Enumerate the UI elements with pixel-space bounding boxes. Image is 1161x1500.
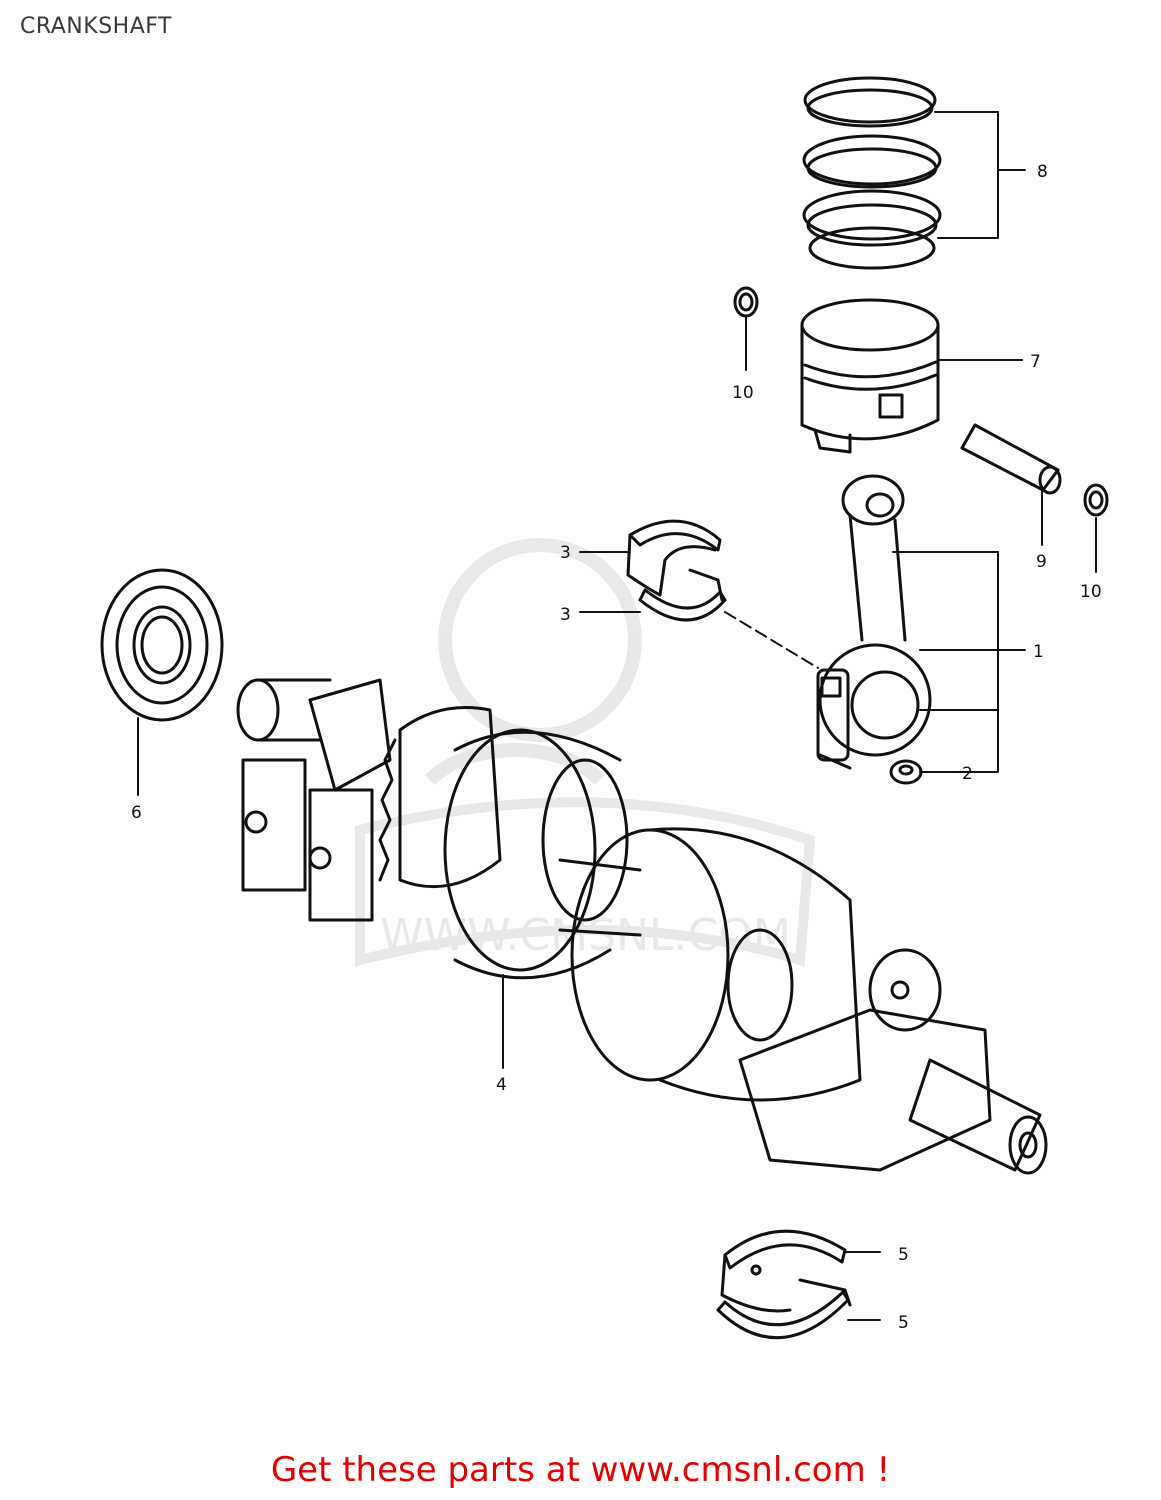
piston-pin	[960, 423, 1062, 495]
crankshaft	[236, 678, 1048, 1175]
callout-2: 2	[962, 764, 973, 784]
callout-6: 6	[131, 803, 142, 823]
callout-8: 8	[1037, 162, 1048, 182]
piston-rings	[802, 76, 942, 270]
main-bearing-lower	[716, 1278, 852, 1340]
footer-cmsnl-link[interactable]: Get these parts at www.cmsnl.com !	[270, 1450, 891, 1490]
callout-3-upper: 3	[560, 543, 571, 563]
oil-seal	[100, 568, 224, 722]
callout-3-lower: 3	[560, 605, 571, 625]
callout-5-upper: 5	[898, 1245, 909, 1265]
cmsnl-watermark: WWW.CMSNL.COM	[355, 538, 816, 967]
page-title: CRANKSHAFT	[20, 14, 172, 39]
callout-5-lower: 5	[898, 1313, 909, 1333]
conrod-bearing-lower	[638, 568, 727, 622]
circlip-right	[1083, 483, 1109, 517]
callout-10-right: 10	[1080, 582, 1102, 602]
callout-1: 1	[1033, 642, 1044, 662]
callout-7: 7	[1030, 352, 1041, 372]
connecting-rod	[816, 474, 932, 770]
main-bearing-upper	[720, 1229, 847, 1313]
rod-nut	[889, 759, 923, 785]
callout-10-left: 10	[732, 383, 754, 403]
circlip-left	[733, 286, 759, 318]
callout-4: 4	[496, 1075, 507, 1095]
conrod-bearing-upper	[626, 519, 722, 597]
piston	[800, 298, 940, 454]
callout-9: 9	[1036, 552, 1047, 572]
